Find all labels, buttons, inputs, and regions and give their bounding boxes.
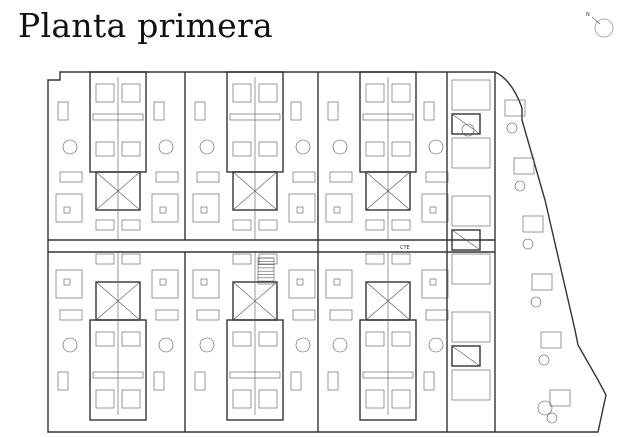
dining-table xyxy=(295,139,311,155)
bed xyxy=(391,141,411,157)
apartment-module xyxy=(325,252,449,421)
bed xyxy=(121,83,141,103)
kitchen xyxy=(292,309,316,321)
kitchen xyxy=(155,171,179,183)
dining-table xyxy=(199,139,215,155)
bed xyxy=(95,331,115,347)
corridor-label: CTE xyxy=(400,245,410,251)
bathroom xyxy=(288,269,316,299)
bathroom xyxy=(325,193,353,223)
kitchen xyxy=(59,309,83,321)
bed xyxy=(258,331,278,347)
bed xyxy=(258,83,278,103)
bed xyxy=(258,141,278,157)
bathroom xyxy=(421,269,449,299)
bed xyxy=(121,331,141,347)
apartment-modules xyxy=(55,71,571,424)
bathroom xyxy=(55,193,83,223)
north-label: N xyxy=(586,12,590,18)
bed xyxy=(121,141,141,157)
bathroom xyxy=(288,193,316,223)
building-outline xyxy=(47,71,607,433)
bed xyxy=(232,389,252,409)
apartment-module xyxy=(325,71,449,240)
apartment-module xyxy=(55,252,179,421)
bathroom xyxy=(55,269,83,299)
bed xyxy=(365,141,385,157)
dining-table xyxy=(199,337,215,353)
bathroom xyxy=(151,193,179,223)
bed xyxy=(95,83,115,103)
bed xyxy=(232,141,252,157)
kitchen xyxy=(425,171,449,183)
bed xyxy=(95,141,115,157)
dining-table xyxy=(62,337,78,353)
dining-table xyxy=(158,337,174,353)
apartment-module xyxy=(192,71,316,240)
stair-core xyxy=(257,257,275,285)
bed xyxy=(365,389,385,409)
dining-table xyxy=(158,139,174,155)
bathroom xyxy=(325,269,353,299)
apartment-module xyxy=(55,71,179,240)
bathroom xyxy=(151,269,179,299)
kitchen xyxy=(59,171,83,183)
kitchen xyxy=(196,309,220,321)
kitchen xyxy=(196,171,220,183)
bathroom xyxy=(421,193,449,223)
bathroom xyxy=(192,269,220,299)
kitchen xyxy=(329,171,353,183)
dining-table xyxy=(62,139,78,155)
bed xyxy=(258,389,278,409)
bed xyxy=(121,389,141,409)
bed xyxy=(232,331,252,347)
bed xyxy=(232,83,252,103)
kitchen xyxy=(155,309,179,321)
bed xyxy=(95,389,115,409)
north-arrow-icon: N xyxy=(586,12,614,38)
bed xyxy=(391,83,411,103)
bed xyxy=(365,83,385,103)
kitchen xyxy=(292,171,316,183)
kitchen xyxy=(425,309,449,321)
bed xyxy=(391,389,411,409)
dining-table xyxy=(332,337,348,353)
bathroom xyxy=(192,193,220,223)
kitchen xyxy=(329,309,353,321)
dining-table xyxy=(295,337,311,353)
bed xyxy=(391,331,411,347)
apartment-module xyxy=(192,252,316,421)
page-title: Planta primera xyxy=(18,6,274,45)
dining-table xyxy=(332,139,348,155)
dining-table xyxy=(428,337,444,353)
dining-table xyxy=(428,139,444,155)
bed xyxy=(365,331,385,347)
